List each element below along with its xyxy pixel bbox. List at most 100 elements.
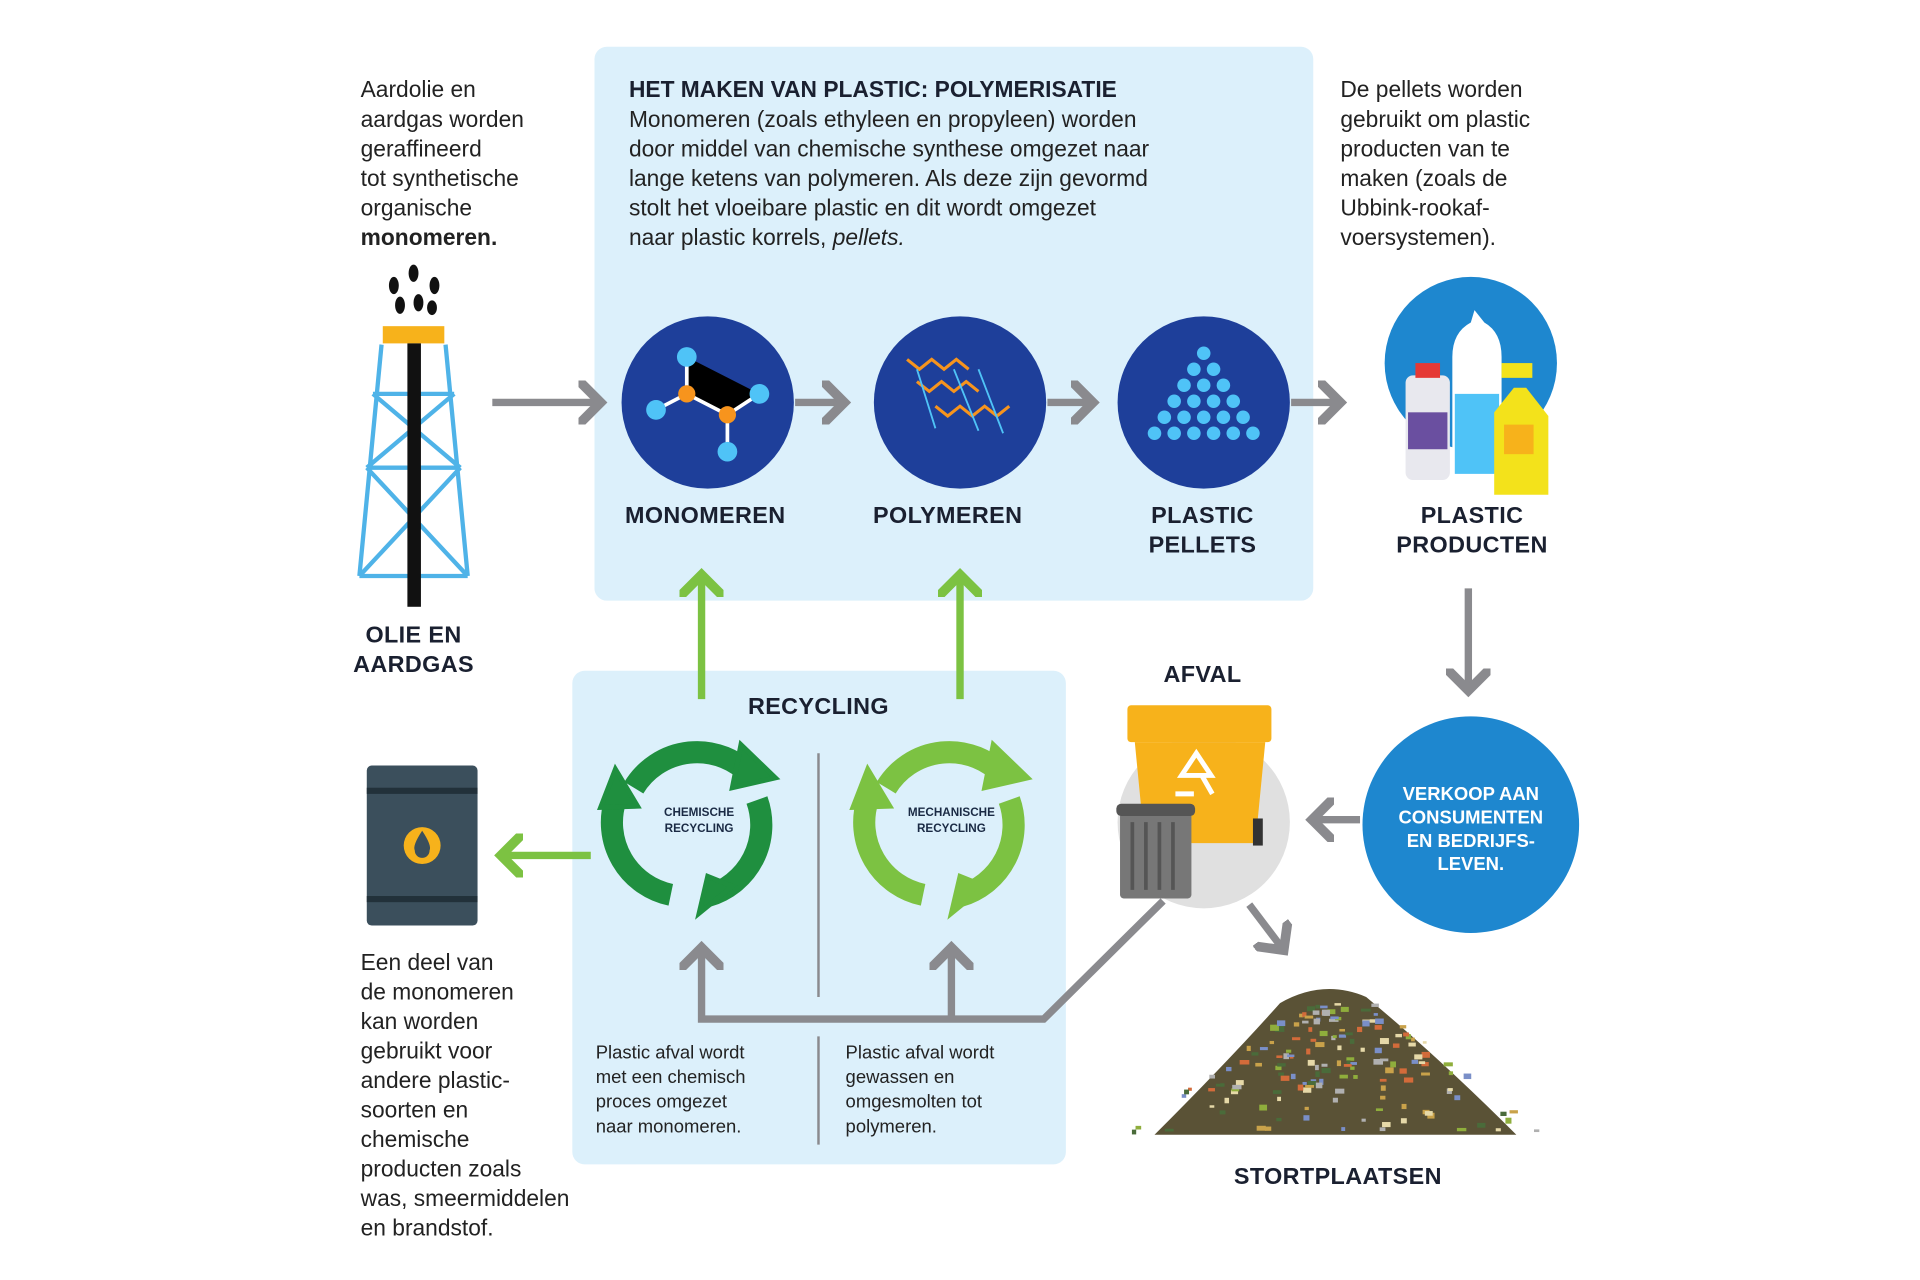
pellet xyxy=(1157,410,1172,425)
debris xyxy=(1164,1128,1174,1132)
debris xyxy=(1264,1126,1272,1131)
pellet xyxy=(1226,394,1241,409)
products-label: PLASTIC PRODUCTEN xyxy=(1361,502,1583,561)
debris xyxy=(1533,1129,1540,1133)
oil-rig-icon xyxy=(357,264,470,607)
pellet xyxy=(1187,426,1201,441)
monomers-label: MONOMEREN xyxy=(624,503,786,530)
debris xyxy=(1293,1022,1300,1027)
debris xyxy=(1272,1090,1282,1094)
chemical-text-line: Plastic afval wordt xyxy=(595,1042,745,1064)
products-line: voersystemen). xyxy=(1340,224,1496,250)
debris xyxy=(1395,1033,1402,1038)
debris xyxy=(1215,1083,1223,1087)
sales-label-line: EN BEDRIJFS- xyxy=(1406,830,1535,852)
debris xyxy=(1259,1047,1268,1051)
debris xyxy=(1321,1063,1328,1067)
debris xyxy=(1421,1062,1429,1067)
debris xyxy=(1224,1097,1230,1104)
debris xyxy=(1332,1097,1338,1103)
oil-barrel-icon xyxy=(366,765,478,926)
pellet xyxy=(1187,394,1201,409)
monomer-use-line: soorten en xyxy=(360,1096,469,1123)
debris xyxy=(1339,1028,1346,1032)
debris xyxy=(1302,1020,1309,1024)
debris xyxy=(1382,1122,1391,1128)
debris xyxy=(1131,1129,1137,1135)
intro-line: tot synthetische xyxy=(360,164,519,191)
landfill-label: STORTPLAATSEN xyxy=(1233,1164,1442,1191)
debris xyxy=(1500,1111,1507,1117)
chemical-recycling-icon xyxy=(596,739,781,920)
molecule-icon xyxy=(646,347,770,462)
debris xyxy=(1347,1062,1357,1065)
debris xyxy=(1411,1037,1415,1042)
debris xyxy=(1220,1083,1225,1087)
debris xyxy=(1340,1006,1349,1012)
debris xyxy=(1509,1110,1518,1114)
debris xyxy=(1361,1118,1366,1122)
debris xyxy=(1188,1087,1192,1091)
debris xyxy=(1343,1064,1352,1067)
mechanical-recycling-icon xyxy=(849,739,1033,920)
debris xyxy=(1379,1078,1387,1082)
debris xyxy=(1346,1060,1351,1066)
debris xyxy=(1405,1034,1411,1040)
debris xyxy=(1297,1084,1304,1091)
plastic-bottles-icon xyxy=(1405,310,1549,495)
sales-label-line: VERKOOP AAN xyxy=(1402,784,1540,805)
monomer-use-line: chemische xyxy=(360,1126,470,1153)
debris xyxy=(1319,1078,1324,1085)
debris xyxy=(1362,1020,1370,1027)
debris xyxy=(1312,1010,1320,1015)
debris xyxy=(1315,1082,1323,1089)
debris xyxy=(1403,1032,1410,1037)
debris xyxy=(1448,1071,1454,1076)
pellet xyxy=(1236,410,1250,425)
debris xyxy=(1399,1068,1407,1074)
debris xyxy=(1231,1088,1240,1092)
chemical-recycling-text: Plastic afval wordt met een chemisch pro… xyxy=(596,1041,746,1139)
debris xyxy=(1276,1055,1283,1059)
debris xyxy=(1341,1127,1346,1131)
pellet xyxy=(1246,426,1260,441)
debris xyxy=(1421,1051,1430,1058)
pellet xyxy=(1196,378,1211,393)
debris xyxy=(1290,1073,1296,1080)
debris xyxy=(1375,1018,1384,1024)
polymerisation-title: HET MAKEN VAN PLASTIC: POLYMERISATIE xyxy=(628,76,1117,103)
monomer-use-line: Een deel van xyxy=(360,948,494,975)
monomer-use-line: kan worden xyxy=(360,1008,479,1034)
debris xyxy=(1239,1059,1250,1065)
debris xyxy=(1307,1059,1315,1066)
debris xyxy=(1414,1054,1423,1060)
debris xyxy=(1399,1025,1407,1029)
debris xyxy=(1400,1118,1407,1124)
chemical-text-line: met een chemisch xyxy=(595,1067,746,1089)
intro-line: aardgas worden xyxy=(360,105,524,132)
products-line: maken (zoals de xyxy=(1340,164,1508,191)
debris xyxy=(1446,1088,1452,1094)
debris xyxy=(1308,1027,1313,1032)
debris xyxy=(1424,1111,1433,1116)
debris xyxy=(1375,1108,1383,1112)
oil-label-line: OLIE EN xyxy=(365,622,462,649)
debris xyxy=(1235,1080,1244,1086)
debris xyxy=(1454,1095,1461,1101)
debris xyxy=(1277,1096,1282,1102)
debris xyxy=(1292,1037,1301,1041)
debris xyxy=(1302,1081,1307,1085)
pellet xyxy=(1187,362,1201,377)
process-arrows xyxy=(492,402,1468,1023)
debris xyxy=(1328,1018,1339,1022)
debris xyxy=(1380,1085,1386,1091)
pellet xyxy=(1196,410,1211,425)
pellets-label: PLASTIC PELLETS xyxy=(1104,502,1301,561)
products-line: gebruikt om plastic xyxy=(1340,105,1531,132)
debris xyxy=(1385,1067,1394,1074)
pellet xyxy=(1206,362,1221,377)
debris xyxy=(1401,1103,1407,1110)
debris xyxy=(1408,1042,1416,1047)
debris xyxy=(1259,1104,1268,1111)
